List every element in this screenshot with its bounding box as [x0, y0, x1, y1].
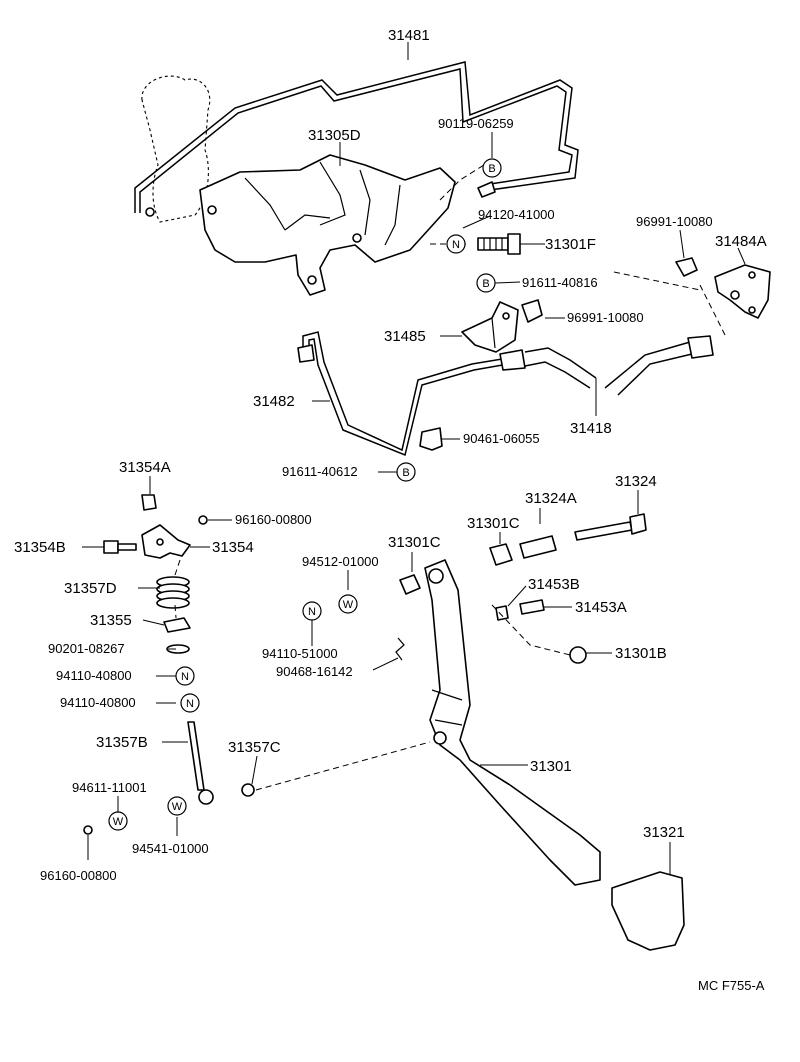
marker-w-94512: W	[338, 594, 358, 614]
label-31481: 31481	[388, 27, 430, 44]
label-94541-01000: 94541-01000	[132, 841, 209, 856]
label-90201-08267: 90201-08267	[48, 641, 125, 656]
master-cylinder-ghost	[141, 75, 211, 223]
label-96160-00800-bot: 96160-00800	[40, 868, 117, 883]
label-94512-01000: 94512-01000	[302, 554, 379, 569]
spring-31357D	[156, 576, 190, 609]
tube-31481	[134, 61, 579, 217]
label-31354: 31354	[212, 539, 254, 556]
alignment-lines	[174, 159, 726, 791]
marker-n-94110-40800-b: N	[180, 693, 200, 713]
label-31357D: 31357D	[64, 580, 117, 597]
part-labels: 31481 31305D 90119-06259 94120-41000 313…	[14, 27, 767, 993]
label-31354B: 31354B	[14, 539, 66, 556]
label-31453B: 31453B	[528, 576, 580, 593]
label-31324: 31324	[615, 473, 657, 490]
label-31354A: 31354A	[119, 459, 171, 476]
marker-w-94541: W	[167, 796, 187, 816]
left-assembly	[83, 494, 255, 835]
svg-text:B: B	[402, 467, 409, 479]
label-31357C: 31357C	[228, 739, 281, 756]
bracket-31485	[461, 301, 519, 353]
marker-b-91611-40612: B	[396, 462, 416, 482]
label-90119-06259: 90119-06259	[438, 116, 514, 131]
clip-96991-10080-top	[675, 257, 698, 277]
label-31301C-b: 31301C	[467, 515, 520, 532]
bolt-31301F	[477, 233, 521, 255]
label-94110-51000: 94110-51000	[262, 646, 338, 661]
clamp-90461-06055	[419, 427, 443, 451]
label-31301C-a: 31301C	[388, 534, 441, 551]
label-94611-11001: 94611-11001	[72, 780, 147, 795]
leader-lines	[82, 42, 746, 874]
marker-w-94611: W	[108, 811, 128, 831]
label-31301F: 31301F	[545, 236, 596, 253]
diagram-code: MC F755-A	[698, 978, 765, 993]
hose-31418	[524, 335, 714, 396]
svg-text:B: B	[482, 278, 489, 290]
label-96160-00800-top: 96160-00800	[235, 512, 312, 527]
label-94110-40800-a: 94110-40800	[56, 668, 132, 683]
svg-text:B: B	[488, 163, 495, 175]
label-31305D: 31305D	[308, 127, 361, 144]
label-96991-10080-top: 96991-10080	[636, 214, 713, 229]
marker-n-94120: N	[446, 234, 466, 254]
label-90461-06055: 90461-06055	[463, 431, 540, 446]
label-31485: 31485	[384, 328, 426, 345]
svg-text:N: N	[452, 239, 460, 251]
tube-31482	[297, 331, 526, 457]
pedal-bracket-31305D	[199, 154, 456, 296]
label-91611-40612: 91611-40612	[282, 464, 358, 479]
label-31301: 31301	[530, 758, 572, 775]
label-31484A: 31484A	[715, 233, 767, 250]
label-31324A: 31324A	[525, 490, 577, 507]
label-31355: 31355	[90, 612, 132, 629]
marker-b-90119: B	[482, 158, 502, 178]
label-31453A: 31453A	[575, 599, 627, 616]
label-94110-40800-b: 94110-40800	[60, 695, 136, 710]
label-31482: 31482	[253, 393, 295, 410]
svg-text:W: W	[343, 599, 354, 611]
label-31357B: 31357B	[96, 734, 148, 751]
label-96991-10080-mid: 96991-10080	[567, 310, 644, 325]
pedal-assembly-31301	[395, 513, 685, 951]
svg-text:W: W	[172, 801, 183, 813]
bracket-31484A	[714, 264, 771, 319]
label-94120-41000: 94120-41000	[478, 207, 555, 222]
label-31301B: 31301B	[615, 645, 667, 662]
marker-n-94110-40800-a: N	[175, 666, 195, 686]
svg-text:N: N	[181, 671, 189, 683]
svg-text:N: N	[186, 698, 194, 710]
label-91611-40816: 91611-40816	[522, 275, 598, 290]
marker-b-91611-40816: B	[476, 273, 496, 293]
label-31418: 31418	[570, 420, 612, 437]
label-31321: 31321	[643, 824, 685, 841]
svg-text:N: N	[308, 606, 316, 618]
marker-n-94110-51000: N	[302, 601, 322, 621]
svg-text:W: W	[113, 816, 124, 828]
clip-96991-10080-mid	[521, 299, 543, 323]
label-90468-16142: 90468-16142	[276, 664, 353, 679]
